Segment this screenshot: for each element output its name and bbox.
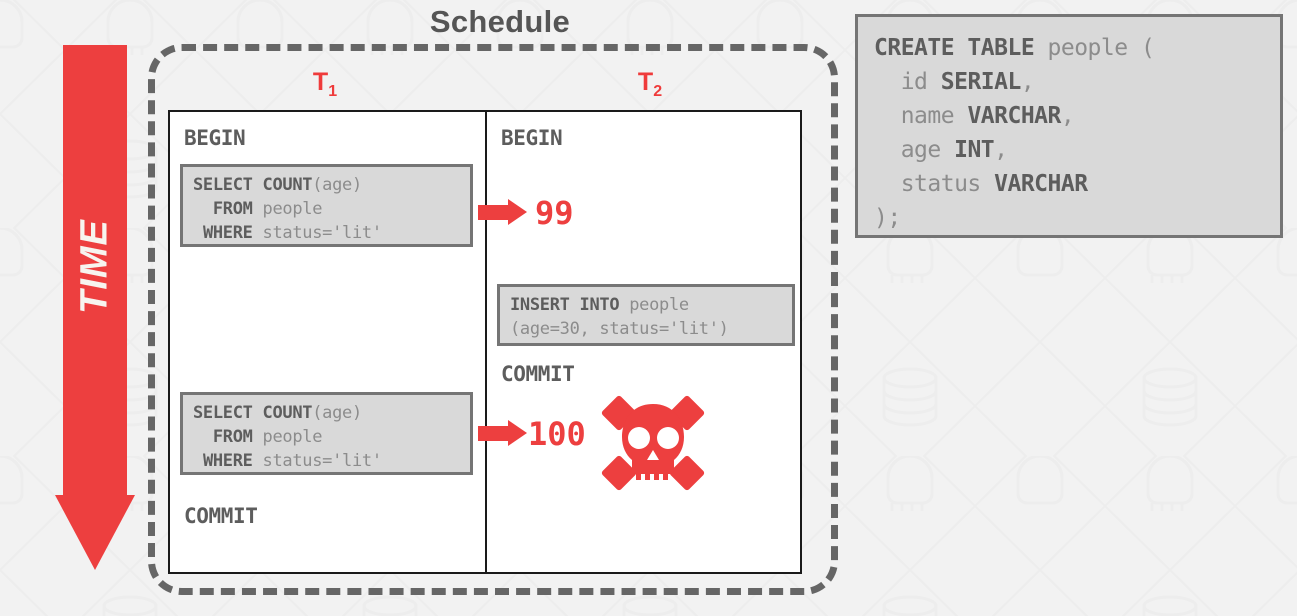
t1-label: T xyxy=(312,68,329,96)
t2-begin-keyword: BEGIN xyxy=(501,126,563,150)
t1-select-statement-1: SELECT COUNT(age) FROM people WHERE stat… xyxy=(180,164,473,247)
column-header-t1: T1 xyxy=(265,68,385,101)
t2-label: T xyxy=(637,68,654,96)
skull-icon xyxy=(601,395,705,491)
t1-select-statement-2: SELECT COUNT(age) FROM people WHERE stat… xyxy=(180,392,473,475)
result-value-1: 99 xyxy=(535,194,574,232)
column-header-t2: T2 xyxy=(590,68,710,101)
t2-insert-statement: INSERT INTO people (age=30, status='lit'… xyxy=(497,284,795,346)
result-value-2: 100 xyxy=(528,415,586,453)
time-arrow-head xyxy=(55,495,135,570)
schema-definition-panel: CREATE TABLE people ( id SERIAL, name VA… xyxy=(855,14,1283,238)
result-arrow-1 xyxy=(478,199,530,225)
transaction-column-t2: BEGIN INSERT INTO people (age=30, status… xyxy=(487,112,802,572)
t1-subscript: 1 xyxy=(328,83,338,100)
result-arrow-2-head xyxy=(508,420,527,446)
t1-begin-keyword: BEGIN xyxy=(184,126,246,150)
t2-commit-keyword: COMMIT xyxy=(501,362,575,386)
t2-subscript: 2 xyxy=(653,83,663,100)
result-arrow-2-shaft xyxy=(478,426,510,441)
result-arrow-1-head xyxy=(508,199,527,225)
t1-commit-keyword: COMMIT xyxy=(184,504,258,528)
transaction-column-t1: BEGIN SELECT COUNT(age) FROM people WHER… xyxy=(170,112,485,572)
time-axis-label: TIME xyxy=(73,219,116,314)
result-arrow-2 xyxy=(478,420,530,446)
page-title: Schedule xyxy=(429,4,571,39)
result-arrow-1-shaft xyxy=(478,205,510,220)
time-axis-arrow: TIME xyxy=(55,45,135,570)
schedule-table: BEGIN SELECT COUNT(age) FROM people WHER… xyxy=(168,110,802,574)
